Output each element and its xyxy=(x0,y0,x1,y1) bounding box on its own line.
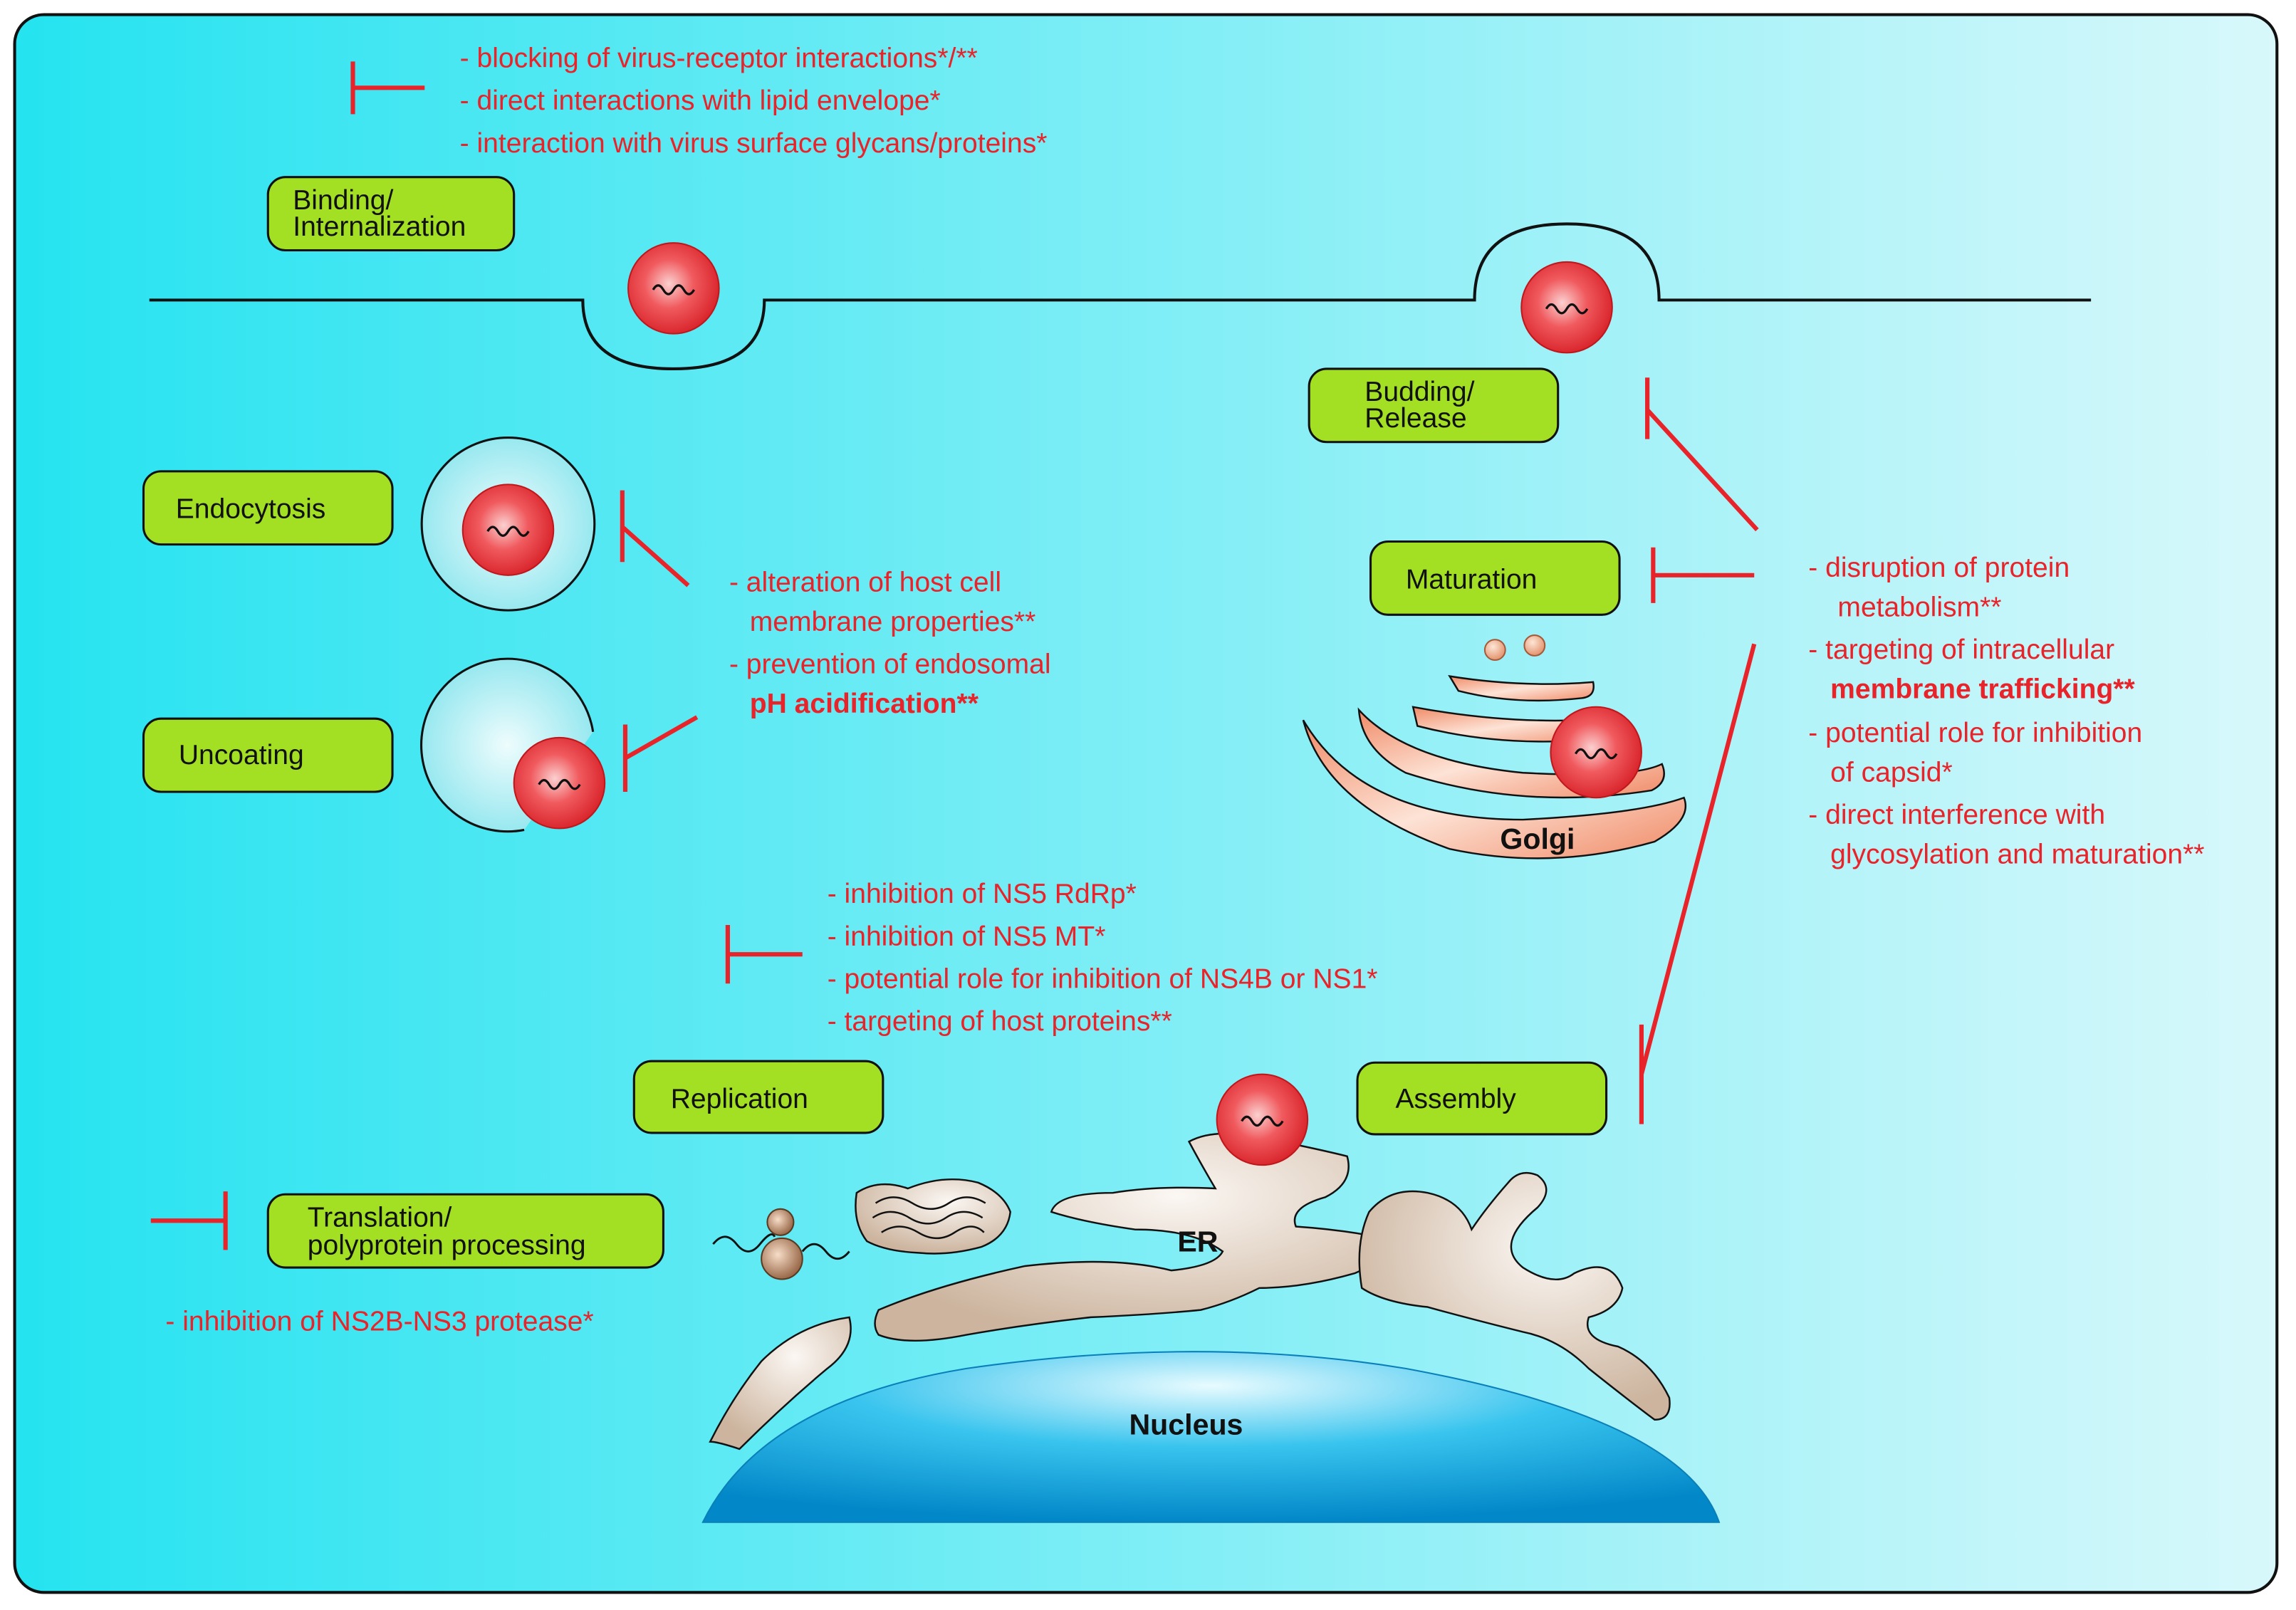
annotation-line: glycosylation and maturation** xyxy=(1830,840,2204,870)
stage-label: Replication xyxy=(671,1084,808,1114)
er-right-sheet xyxy=(1358,1171,1671,1421)
stage-label-line2: Release xyxy=(1364,403,1466,434)
stage-label: Endocytosis xyxy=(176,494,326,525)
virus-particle-assembly xyxy=(1215,1073,1309,1166)
inhibitor-assembly xyxy=(1639,643,1757,1124)
virus-particle-entry xyxy=(627,241,721,335)
mrna-strand xyxy=(712,1233,776,1253)
er-label: ER xyxy=(1177,1225,1218,1258)
stage-pill xyxy=(1369,540,1621,616)
inhibitor-translation xyxy=(150,1191,228,1250)
annotation-line: - alteration of host cell xyxy=(729,567,1001,597)
stage-label-line1: Budding/ xyxy=(1364,377,1474,407)
stage-pill xyxy=(1356,1061,1608,1136)
stage-budding-release: Budding/ Release xyxy=(1308,367,1560,444)
stage-replication: Replication xyxy=(632,1060,885,1134)
inhibitor-entry xyxy=(350,61,425,115)
golgi-cisterna xyxy=(1448,674,1595,702)
inhibitor-uncoating xyxy=(622,715,699,793)
golgi-cisterna xyxy=(1302,719,1687,859)
ribosome-small-subunit xyxy=(766,1208,795,1236)
endoplasmic-reticulum: ER xyxy=(709,1132,1671,1450)
annotation-line: - blocking of virus-receptor interaction… xyxy=(460,43,978,74)
stage-binding-internalization: Binding/ Internalization xyxy=(266,176,516,252)
golgi-vesicle xyxy=(1483,639,1506,662)
stage-label: Assembly xyxy=(1395,1084,1516,1114)
ribosome-icon xyxy=(712,1208,850,1280)
annotation-line: - direct interactions with lipid envelop… xyxy=(460,85,941,116)
annotation-line: membrane properties** xyxy=(750,607,1036,637)
stage-maturation: Maturation xyxy=(1369,540,1621,616)
stage-pill xyxy=(266,1193,664,1269)
annotations-late: - disruption of protein metabolism** - t… xyxy=(1808,553,2204,870)
stage-pill xyxy=(266,176,516,252)
golgi-label: Golgi xyxy=(1500,822,1575,855)
virus-particle-budding xyxy=(1520,261,1614,355)
stage-label: Uncoating xyxy=(179,740,304,770)
annotation-line: - inhibition of NS5 MT* xyxy=(828,921,1106,952)
annotation-translation: - inhibition of NS2B-NS3 protease* xyxy=(165,1306,593,1337)
stage-translation: Translation/ polyprotein processing xyxy=(266,1193,664,1269)
inhibitor-maturation xyxy=(1651,547,1755,603)
ribosome-large-subunit xyxy=(761,1237,803,1280)
rna-strand xyxy=(881,1225,985,1240)
annotation-line: - direct interference with xyxy=(1808,800,2105,830)
stage-pill xyxy=(1308,367,1560,444)
stage-pill xyxy=(632,1060,885,1134)
rna-strand xyxy=(872,1211,983,1225)
virus-particle-uncoating xyxy=(513,736,606,830)
annotation-line: membrane trafficking** xyxy=(1830,674,2135,704)
annotation-line: - disruption of protein xyxy=(1808,553,2070,583)
annotation-line: - targeting of intracellular xyxy=(1808,634,2114,665)
nucleus xyxy=(701,1351,1721,1523)
stage-endocytosis: Endocytosis xyxy=(142,470,394,546)
annotation-line: pH acidification** xyxy=(750,689,979,719)
annotation-line: - prevention of endosomal xyxy=(729,649,1051,680)
inhibitor-replication xyxy=(725,925,803,984)
virus-particle-golgi xyxy=(1549,706,1643,799)
stage-uncoating: Uncoating xyxy=(142,717,394,793)
annotations-endosome: - alteration of host cell membrane prope… xyxy=(729,567,1051,719)
annotation-line: - inhibition of NS5 RdRp* xyxy=(828,879,1137,909)
stage-label-line2: polyprotein processing xyxy=(308,1230,586,1261)
annotations-replication: - inhibition of NS5 RdRp* - inhibition o… xyxy=(828,879,1378,1037)
annotation-line: - potential role for inhibition of NS4B … xyxy=(828,963,1378,994)
annotation-line: - interaction with virus surface glycans… xyxy=(460,128,1048,159)
stage-label-line1: Translation/ xyxy=(308,1202,452,1233)
stage-pill xyxy=(142,470,394,546)
stage-label-line1: Binding/ xyxy=(293,185,393,216)
inhibitor-endocytosis xyxy=(620,490,690,587)
plasma-membrane xyxy=(149,222,2092,371)
stage-pill xyxy=(142,717,394,793)
er-main-sheet xyxy=(874,1132,1379,1342)
ribosome-cluster xyxy=(855,1178,1011,1255)
stage-label-line2: Internalization xyxy=(293,211,466,242)
stage-label: Maturation xyxy=(1406,564,1538,595)
annotation-line: metabolism** xyxy=(1837,592,2001,622)
golgi-vesicle xyxy=(1523,634,1546,657)
inhibitor-budding xyxy=(1645,377,1759,532)
stage-assembly: Assembly xyxy=(1356,1061,1608,1136)
annotations-entry: - blocking of virus-receptor interaction… xyxy=(460,43,1048,159)
er-fragment xyxy=(709,1316,852,1450)
annotation-line: of capsid* xyxy=(1830,758,1953,788)
nucleus-label: Nucleus xyxy=(1129,1408,1243,1441)
golgi-apparatus: Golgi xyxy=(1302,634,1687,859)
rna-strand xyxy=(875,1196,986,1211)
annotation-line: - potential role for inhibition xyxy=(1808,718,2142,748)
annotation-line: - targeting of host proteins** xyxy=(828,1006,1172,1037)
mrna-strand xyxy=(801,1243,850,1260)
virus-particle-endosome xyxy=(461,483,555,577)
